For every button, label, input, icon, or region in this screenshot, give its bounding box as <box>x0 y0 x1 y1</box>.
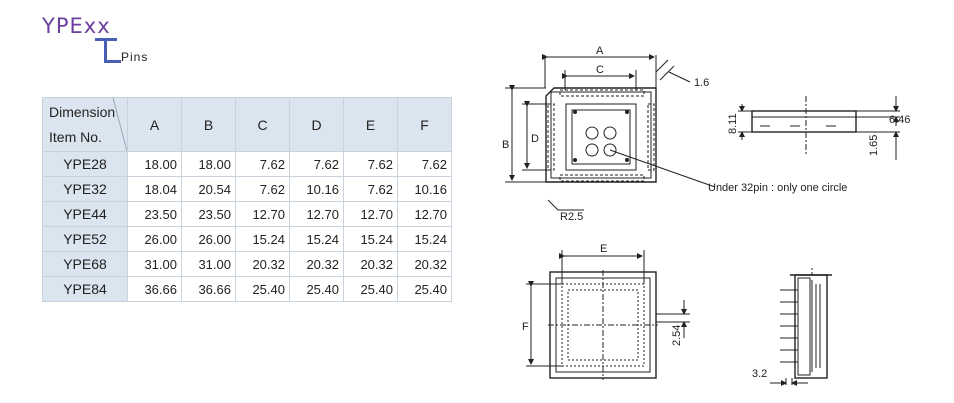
corner-dimension-label: Dimension <box>49 104 116 120</box>
dim-b-label: B <box>502 139 509 151</box>
cell-value: 25.40 <box>289 276 344 302</box>
dim-f-label: F <box>522 321 529 333</box>
column-header: C <box>235 97 290 152</box>
corner-diagonal <box>112 98 127 151</box>
cell-value: 10.16 <box>289 176 344 202</box>
cell-value: 25.40 <box>235 276 290 302</box>
side-view <box>738 96 900 160</box>
column-header: A <box>127 97 182 152</box>
cell-value: 7.62 <box>289 151 344 177</box>
table-header-row: Dimension Item No. A B C D E F <box>42 97 452 152</box>
top-view <box>505 54 716 211</box>
table-row: YPE32 18.04 20.54 7.62 10.16 7.62 10.16 <box>42 176 452 202</box>
cell-value: 15.24 <box>397 226 452 252</box>
cell-value: 36.66 <box>181 276 236 302</box>
part-title: YPExx <box>42 14 111 38</box>
cell-value: 12.70 <box>289 201 344 227</box>
column-header: F <box>397 97 452 152</box>
cell-value: 25.40 <box>343 276 398 302</box>
dim-6-46-label: 6.46 <box>889 114 910 126</box>
dim-8-11-label: 8.11 <box>727 113 739 134</box>
cell-value: 20.54 <box>181 176 236 202</box>
table-row: YPE52 26.00 26.00 15.24 15.24 15.24 15.2… <box>42 226 452 252</box>
dim-r2-5-label: R2.5 <box>560 211 583 223</box>
cell-value: 20.32 <box>343 251 398 277</box>
cell-value: 12.70 <box>343 201 398 227</box>
table-corner-cell: Dimension Item No. <box>42 97 128 152</box>
pins-bracket <box>104 40 121 63</box>
note-32pin: Under 32pin : only one circle <box>708 182 847 194</box>
cell-value: 12.70 <box>397 201 452 227</box>
cell-value: 7.62 <box>235 176 290 202</box>
cell-value: 18.04 <box>127 176 182 202</box>
cell-value: 36.66 <box>127 276 182 302</box>
table-row: YPE84 36.66 36.66 25.40 25.40 25.40 25.4… <box>42 276 452 302</box>
row-item: YPE68 <box>42 251 128 277</box>
cell-value: 7.62 <box>235 151 290 177</box>
cell-value: 20.32 <box>397 251 452 277</box>
row-item: YPE28 <box>42 151 128 177</box>
row-item: YPE44 <box>42 201 128 227</box>
section-view <box>770 268 832 386</box>
corner-item-label: Item No. <box>49 129 102 145</box>
row-item: YPE52 <box>42 226 128 252</box>
column-header: D <box>289 97 344 152</box>
column-header: E <box>343 97 398 152</box>
cell-value: 20.32 <box>289 251 344 277</box>
top-pin-row <box>559 89 645 97</box>
cell-value: 18.00 <box>127 151 182 177</box>
dim-d-label: D <box>531 133 539 145</box>
pins-bracket-bar <box>95 38 117 41</box>
row-item: YPE84 <box>42 276 128 302</box>
cell-value: 31.00 <box>181 251 236 277</box>
cell-value: 7.62 <box>343 151 398 177</box>
dim-c-label: C <box>596 64 604 76</box>
dim-e-label: E <box>600 243 607 255</box>
cell-value: 15.24 <box>235 226 290 252</box>
cell-value: 25.40 <box>397 276 452 302</box>
bottom-view <box>526 250 690 380</box>
dim-2-54-label: 2.54 <box>671 325 683 346</box>
pins-label: Pins <box>121 50 149 64</box>
dim-1-65-label: 1.65 <box>868 135 880 156</box>
cell-value: 20.32 <box>235 251 290 277</box>
table-row: YPE44 23.50 23.50 12.70 12.70 12.70 12.7… <box>42 201 452 227</box>
cell-value: 15.24 <box>343 226 398 252</box>
dim-a-label: A <box>596 45 604 57</box>
dimension-table: Dimension Item No. A B C D E F YPE28 18.… <box>42 97 452 302</box>
cell-value: 10.16 <box>397 176 452 202</box>
cell-value: 26.00 <box>127 226 182 252</box>
dim-1-6-label: 1.6 <box>694 77 709 89</box>
dim-3-2-label: 3.2 <box>752 368 767 380</box>
cell-value: 18.00 <box>181 151 236 177</box>
row-item: YPE32 <box>42 176 128 202</box>
